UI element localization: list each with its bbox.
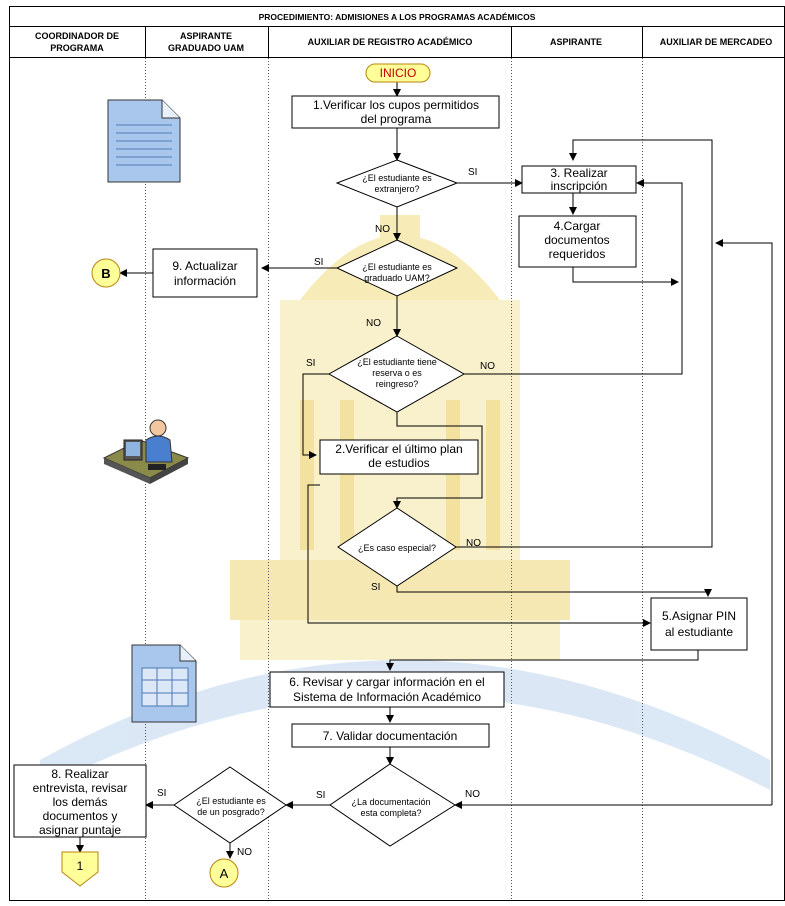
svg-text:al estudiante: al estudiante (665, 625, 733, 639)
process-4-box (518, 215, 637, 268)
svg-text:de un posgrado?: de un posgrado? (197, 807, 265, 817)
process-1-box (291, 95, 500, 129)
decision-6-text: ¿El estudiante es (196, 796, 266, 806)
process-3-box (521, 165, 637, 194)
decision-2-text: ¿El estudiante es (362, 262, 432, 272)
process-8-box (13, 764, 147, 838)
decision-6-diamond (173, 766, 287, 844)
decision-3-text: ¿El estudiante tiene (357, 357, 437, 367)
svg-text:Sistema de Información Académi: Sistema de Información Académico (293, 690, 481, 704)
process-6-text: 6. Revisar y cargar información en el (289, 675, 484, 689)
process-5-text: 5.Asignar PIN (662, 609, 736, 623)
label-si-d5: SI (316, 790, 325, 801)
decision-5-text: ¿La documentación (351, 797, 430, 807)
lane-header-auxiliar-registro: AUXILIAR DE REGISTRO ACADÉMICO (308, 37, 473, 47)
label-no-d1: NO (375, 224, 390, 235)
label-si-d4: SI (371, 582, 380, 593)
process-8-text: 8. Realizar (51, 767, 108, 781)
decision-1-text: ¿El estudiante es (362, 173, 432, 183)
decision-4-diamond (337, 507, 457, 587)
label-si-d2: SI (314, 257, 323, 268)
decision-4-text: ¿Es caso especial? (358, 543, 436, 553)
decision-3-diamond (327, 335, 466, 413)
decision-2-diamond (335, 239, 459, 297)
lane-header-graduado: ASPIRANTE (180, 31, 232, 41)
label-si-d1: SI (468, 167, 477, 178)
svg-text:los demás: los demás (53, 795, 108, 809)
svg-text:documentos y: documentos y (43, 809, 118, 823)
label-no-d6: NO (237, 847, 252, 858)
lane-header-aspirante: ASPIRANTE (550, 37, 602, 47)
process-1-text: 1.Verificar los cupos permitidos (313, 98, 479, 112)
process-3-text: 3. Realizar (550, 166, 607, 180)
svg-text:información: información (174, 274, 236, 288)
svg-text:1: 1 (77, 859, 84, 873)
label-no-d3: NO (480, 361, 495, 372)
svg-text:documentos: documentos (544, 233, 609, 247)
process-2-text: 2.Verificar el último plan (335, 442, 462, 456)
connector-a: A (209, 858, 239, 888)
process-9-text: 9. Actualizar (172, 259, 237, 273)
svg-text:asignar puntaje: asignar puntaje (39, 823, 121, 837)
svg-text:A: A (220, 866, 229, 881)
process-9-box (152, 248, 258, 298)
decision-5-diamond (329, 763, 456, 847)
process-6-box (269, 671, 505, 708)
svg-text:reserva o es: reserva o es (372, 368, 422, 378)
svg-text:extranjero?: extranjero? (374, 184, 419, 194)
lane-header-auxiliar-mercadeo: AUXILIAR DE MERCADEO (660, 37, 773, 47)
process-5-box (650, 597, 748, 651)
label-no-d4: NO (466, 538, 481, 549)
connector-b: B (91, 258, 121, 288)
procedure-title: PROCEDIMIENTO: ADMISIONES A LOS PROGRAMA… (259, 12, 536, 22)
lane-header-coordinador-l2: PROGRAMA (50, 43, 104, 53)
label-si-d6: SI (157, 788, 166, 799)
document-icon (107, 99, 181, 183)
process-7-text: 7. Validar documentación (323, 729, 458, 743)
decision-1-diamond (335, 159, 459, 208)
start-terminator: INICIO (365, 63, 431, 83)
person-at-computer-icon (102, 419, 190, 484)
svg-text:entrevista, revisar: entrevista, revisar (33, 781, 128, 795)
label-no-d5: NO (465, 789, 480, 800)
svg-text:INICIO: INICIO (380, 66, 417, 80)
svg-text:del programa: del programa (361, 112, 432, 126)
svg-text:reingreso?: reingreso? (376, 379, 419, 389)
lane-header-coordinador: COORDINADOR DE (35, 31, 119, 41)
label-si-d3: SI (306, 358, 315, 369)
svg-text:inscripción: inscripción (551, 179, 608, 193)
process-2-box (319, 439, 479, 475)
svg-text:graduado UAM?: graduado UAM? (364, 273, 430, 283)
lane-header-graduado-l2: GRADUADO UAM (168, 43, 244, 53)
spreadsheet-icon (131, 644, 197, 723)
svg-text:requeridos: requeridos (549, 247, 606, 261)
offpage-connector-1: 1 (61, 851, 99, 887)
process-7-box (291, 723, 490, 748)
process-4-text: 4.Cargar (554, 219, 601, 233)
svg-text:de estudios: de estudios (368, 456, 429, 470)
svg-text:B: B (101, 266, 110, 281)
svg-text:esta completa?: esta completa? (360, 808, 421, 818)
label-no-d2: NO (366, 318, 381, 329)
